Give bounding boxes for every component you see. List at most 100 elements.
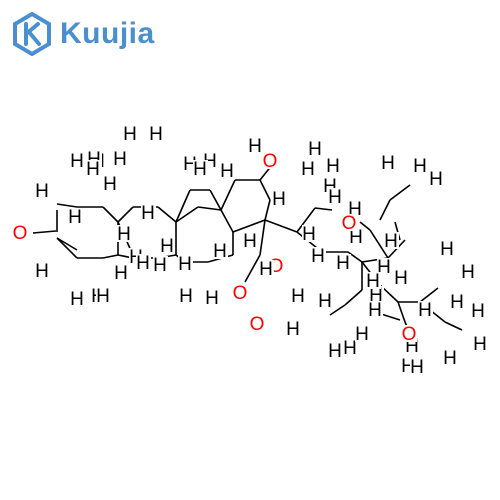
- oxygen-atom-label: O: [402, 324, 417, 345]
- atom-label-backing: [70, 290, 85, 307]
- hydrogen-atom-label: H: [384, 231, 398, 252]
- atom-label-backing: [342, 214, 357, 231]
- bond-line: [379, 199, 391, 221]
- bond-line: [419, 287, 439, 303]
- atom-label-backing: [301, 160, 316, 177]
- atom-label-backing: [13, 224, 28, 241]
- atom-label-backing: [302, 225, 317, 242]
- atom-label-backing: [366, 272, 381, 289]
- atom-label-backing: [326, 157, 341, 174]
- atom-label-backing: [328, 342, 343, 359]
- hydrogen-atom-label: H: [205, 288, 219, 309]
- bond-line: [220, 209, 234, 233]
- hydrogen-atom-label: H: [248, 136, 262, 157]
- atom-label-backing: [410, 358, 425, 375]
- atom-label-backing: [70, 152, 85, 169]
- atom-label-backing: [291, 287, 306, 304]
- hydrogen-atom-label: H: [473, 334, 487, 355]
- bond-line: [329, 304, 346, 316]
- hydrogen-atom-label: H: [461, 262, 475, 283]
- bond-line: [264, 219, 298, 233]
- atom-label-backing: [117, 225, 132, 242]
- bond-line: [264, 199, 271, 221]
- bond-line: [56, 203, 78, 208]
- oxygen-atom-label: O: [263, 151, 278, 172]
- atom-label-backing: [250, 315, 265, 332]
- atom-label-backing: [205, 289, 220, 306]
- atom-label-backing: [429, 170, 444, 187]
- hydrogen-atom-label: H: [301, 159, 315, 180]
- hydrogen-atom-label: H: [286, 319, 300, 340]
- bond-line: [175, 189, 191, 223]
- hydrogen-atom-label: H: [178, 254, 192, 275]
- brand-name: Kuujia: [60, 17, 155, 50]
- atom-label-backing: [349, 228, 364, 245]
- atom-label-backing: [35, 262, 50, 279]
- atom-label-backing: [450, 293, 465, 310]
- hydrogen-atom-label: H: [86, 159, 100, 180]
- hydrogen-atom-label: H: [443, 348, 457, 369]
- atom-label-backing: [259, 260, 274, 277]
- bond-line: [32, 230, 57, 234]
- hydrogen-atom-label: H: [413, 156, 427, 177]
- hydrogen-atom-label: H: [96, 286, 110, 307]
- bond-line: [314, 207, 333, 211]
- atom-label-backing: [473, 335, 488, 352]
- hydrogen-atom-label: H: [117, 224, 131, 245]
- bond-line: [347, 251, 363, 263]
- kuujia-logo: Kuujia: [12, 12, 155, 56]
- oxygen-atom-label: O: [342, 213, 357, 234]
- hydrogen-atom-label: H: [70, 151, 84, 172]
- atom-label-backing: [114, 264, 129, 281]
- hydrogen-atom-label: H: [308, 139, 322, 160]
- bond-line: [102, 254, 119, 259]
- atom-label-backing: [141, 204, 156, 221]
- hydrogen-atom-label: H: [136, 253, 150, 274]
- hydrogen-atom-label: H: [243, 231, 257, 252]
- bond-line: [244, 254, 261, 283]
- hydrogen-atom-label: H: [153, 255, 167, 276]
- hydrogen-atom-label: H: [114, 263, 128, 284]
- atom-label-backing: [213, 242, 228, 259]
- hydrogen-atom-label: H: [113, 149, 127, 170]
- atom-label-backing: [402, 325, 417, 342]
- bond-line: [56, 237, 78, 251]
- hydrogen-atom-label: H: [193, 159, 207, 180]
- hydrogen-atom-label: H: [291, 286, 305, 307]
- hydrogen-atom-label: H: [343, 338, 357, 359]
- atom-label-backing: [286, 320, 301, 337]
- atom-label-backing: [160, 237, 175, 254]
- oxygen-atom-label: O: [13, 223, 28, 244]
- bond-line: [157, 206, 177, 223]
- bond-line: [344, 289, 363, 306]
- atom-label-backing: [179, 287, 194, 304]
- hydrogen-atom-label: H: [355, 324, 369, 345]
- bond-line: [359, 221, 371, 231]
- atom-label-backing: [308, 140, 323, 157]
- hydrogen-atom-label: H: [272, 189, 286, 210]
- hydrogen-atom-label: H: [450, 292, 464, 313]
- hydrogen-atom-label: H: [368, 300, 382, 321]
- atom-label-backing: [381, 154, 396, 171]
- bond-line: [296, 207, 316, 233]
- hydrogen-atom-label: H: [440, 239, 454, 260]
- hydrogen-atom-label: H: [35, 261, 49, 282]
- hydrogen-atom-label: H: [471, 301, 485, 322]
- hydrogen-atom-label: H: [35, 181, 49, 202]
- hydrogen-atom-label: H: [328, 341, 342, 362]
- atom-label-backing: [394, 269, 409, 286]
- hydrogen-atom-label: H: [381, 153, 395, 174]
- bond-line: [117, 206, 134, 223]
- hydrogen-atom-label: H: [394, 268, 408, 289]
- atom-label-backing: [153, 256, 168, 273]
- atom-label-backing: [418, 301, 433, 318]
- atom-label-backing: [96, 287, 111, 304]
- bond-line: [259, 179, 271, 201]
- atom-label-backing: [68, 208, 83, 225]
- bond-line: [259, 219, 266, 256]
- atom-label-backing: [440, 240, 455, 257]
- atom-label-backing: [243, 232, 258, 249]
- bond-line: [175, 206, 199, 223]
